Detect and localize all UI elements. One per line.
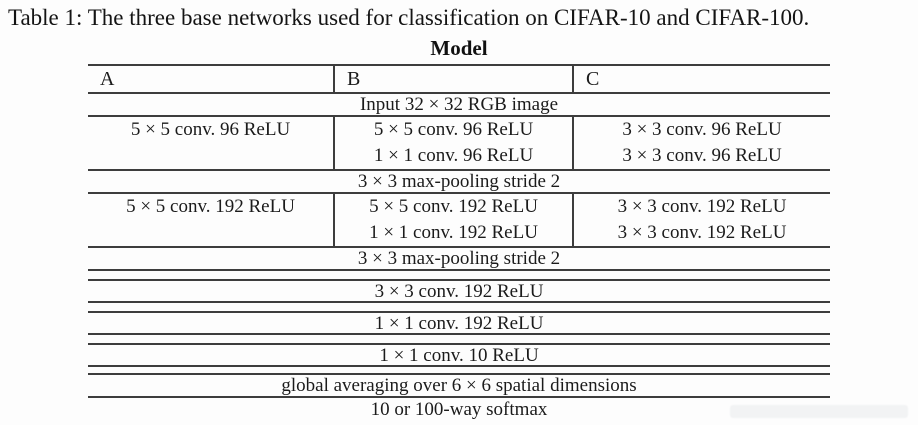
maxpool-row-2: 3 × 3 max-pooling stride 2	[88, 248, 830, 271]
conv-layer: 1 × 1 conv. 96 ReLU	[373, 145, 534, 166]
conv-block-1-col-b: 5 × 5 conv. 96 ReLU 1 × 1 conv. 96 ReLU	[333, 117, 572, 169]
input-row: Input 32 × 32 RGB image	[88, 94, 830, 117]
conv-layer: 3 × 3 conv. 96 ReLU	[622, 119, 782, 140]
conv-block-1: 5 × 5 conv. 96 ReLU 5 × 5 conv. 96 ReLU …	[88, 117, 830, 171]
conv-block-2-col-b: 5 × 5 conv. 192 ReLU 1 × 1 conv. 192 ReL…	[333, 194, 572, 246]
column-header-a: A	[100, 68, 115, 90]
conv-block-2: 5 × 5 conv. 192 ReLU 5 × 5 conv. 192 ReL…	[88, 194, 830, 248]
conv-layer: 5 × 5 conv. 96 ReLU	[130, 119, 291, 140]
column-header-b: B	[333, 66, 572, 92]
conv-block-1-col-c: 3 × 3 conv. 96 ReLU 3 × 3 conv. 96 ReLU	[572, 117, 830, 169]
maxpool-row-1: 3 × 3 max-pooling stride 2	[88, 171, 830, 194]
shared-row-conv-3x3-192: 3 × 3 conv. 192 ReLU	[88, 279, 830, 303]
conv-layer: 3 × 3 conv. 192 ReLU	[617, 196, 787, 217]
conv-block-2-col-c: 3 × 3 conv. 192 ReLU 3 × 3 conv. 192 ReL…	[572, 194, 830, 246]
table-title: Model	[430, 36, 488, 60]
shared-row-conv-1x1-192: 1 × 1 conv. 192 ReLU	[88, 311, 830, 335]
conv-layer: 5 × 5 conv. 192 ReLU	[369, 196, 538, 217]
conv-layer: 3 × 3 conv. 192 ReLU	[617, 222, 787, 243]
conv-layer: 5 × 5 conv. 192 ReLU	[126, 196, 295, 217]
conv-block-2-col-a: 5 × 5 conv. 192 ReLU	[88, 194, 333, 246]
watermark	[730, 405, 908, 418]
conv-block-1-col-a: 5 × 5 conv. 96 ReLU	[88, 117, 333, 169]
shared-row-conv-1x1-10: 1 × 1 conv. 10 ReLU	[88, 343, 830, 367]
shared-row-global-averaging: global averaging over 6 × 6 spatial dime…	[88, 373, 830, 398]
conv-layer: 1 × 1 conv. 192 ReLU	[369, 222, 538, 243]
conv-layer: 5 × 5 conv. 96 ReLU	[373, 119, 534, 140]
table-caption: Table 1: The three base networks used fo…	[8, 5, 810, 30]
architecture-table: A B C Input 32 × 32 RGB image 5 × 5 conv…	[88, 64, 830, 424]
column-header-row: A B C	[88, 64, 830, 94]
shared-row-softmax: 10 or 100-way softmax	[370, 399, 548, 420]
conv-layer: 3 × 3 conv. 96 ReLU	[622, 145, 782, 166]
column-header-c: C	[572, 66, 830, 92]
